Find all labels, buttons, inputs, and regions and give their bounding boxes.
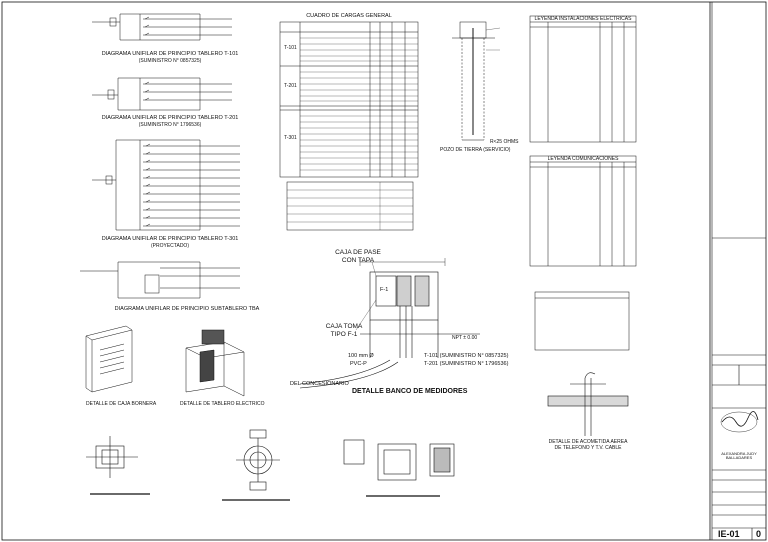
loads-table — [279, 21, 419, 231]
legend-comms — [529, 155, 637, 351]
t301-title: DIAGRAMA UNIFILAR DE PRINCIPIO TABLERO T… — [101, 236, 239, 242]
supply-line1: T-101 (SUMINISTRO N° 0857325) — [424, 353, 509, 359]
pipe-line1: 100 mm Ø — [348, 353, 374, 359]
well-resistance: R<25 OHMS — [490, 139, 519, 145]
t101-subtitle: (SUMINISTRO N° 0857325) — [138, 58, 202, 64]
t301-subtitle: (PROYECTADO) — [151, 243, 189, 249]
t201-subtitle: (SUMINISTRO N° 1796536) — [138, 122, 202, 128]
unifilar-t101 — [92, 13, 232, 41]
pass-box-line1: CAJA DE PASE — [335, 249, 381, 256]
legend-comms-title: LEYENDA COMUNICACIONES — [547, 156, 619, 162]
panel-detail — [185, 329, 245, 397]
t101-title: DIAGRAMA UNIFILAR DE PRINCIPIO TABLERO T… — [101, 51, 239, 57]
unifilar-t201 — [92, 77, 232, 111]
loads-t201: T-201 — [284, 83, 297, 89]
utility-label: DEL CONCESIONARIO — [290, 381, 349, 387]
level-label: NPT ± 0.00 — [452, 335, 478, 341]
take-box-line1: CAJA TOMA — [325, 323, 363, 330]
t201-title: DIAGRAMA UNIFILAR DE PRINCIPIO TABLERO T… — [101, 115, 239, 121]
loads-title: CUADRO DE CARGAS GENERAL — [306, 13, 392, 19]
panel-detail-title: DETALLE DE TABLERO ELECTRICO — [180, 401, 265, 407]
loads-t101: T-101 — [284, 45, 297, 51]
signature — [721, 411, 759, 427]
terminal-box-detail — [85, 325, 133, 393]
unifilar-tba — [80, 261, 240, 299]
legend-electric — [529, 15, 637, 143]
unifilar-t301 — [92, 139, 240, 231]
box-detail-title: DETALLE DE CAJA BORNERA — [86, 401, 157, 407]
supply-line2: T-201 (SUMINISTRO N° 1796536) — [424, 361, 509, 367]
well-title: POZO DE TIERRA (SERVICIO) — [440, 147, 511, 153]
stamp — [720, 411, 758, 433]
legend-electric-title: LEYENDA INSTALACIONES ELECTRICAS — [534, 16, 632, 22]
f1-label: F-1 — [380, 287, 389, 293]
take-box-line2: TIPO F-1 — [330, 331, 358, 338]
pipe-line2: PVC-P — [350, 361, 367, 367]
tba-title: DIAGRAMA UNIFILAR DE PRINCIPIO SUBTABLER… — [114, 306, 260, 312]
owner-name: ALEXANDRA JUDY BALLADARES — [721, 451, 757, 461]
aerial-title-1: DETALLE DE ACOMETIDA AEREA — [548, 439, 628, 445]
meter-bank-title: DETALLE BANCO DE MEDIDORES — [352, 388, 468, 395]
sheet-id: IE-01 — [718, 529, 740, 539]
meter-bank — [299, 258, 480, 389]
pass-box-line2: CON TAPA — [341, 257, 375, 264]
aerial-title-2: DE TELEFONO Y T.V. CABLE — [554, 445, 622, 451]
revision: 0 — [756, 529, 762, 539]
ground-well — [452, 21, 501, 141]
aerial-detail — [547, 372, 629, 436]
loads-t301: T-301 — [284, 135, 297, 141]
bottom-details — [86, 429, 455, 501]
